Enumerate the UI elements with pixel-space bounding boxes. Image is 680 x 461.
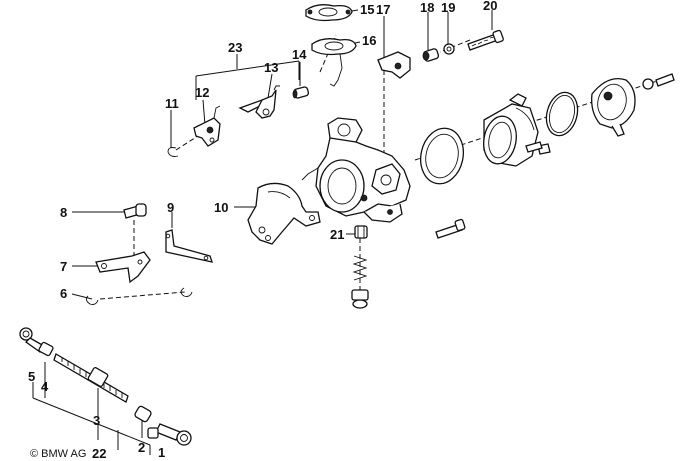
callout-14: 14 (292, 47, 307, 62)
callout-7: 7 (60, 259, 67, 274)
lever-part-13 (238, 85, 280, 119)
callout-9: 9 (167, 200, 174, 215)
callout-12: 12 (195, 85, 209, 100)
washer-part-19 (443, 43, 455, 55)
copyright-text: © BMW AG (30, 448, 86, 460)
callout-22: 22 (92, 446, 106, 461)
nut-below-housing (351, 289, 369, 309)
o-ring (545, 91, 579, 137)
air-cover (591, 73, 675, 137)
callout-2: 2 (138, 440, 145, 455)
callout-18: 18 (420, 0, 434, 15)
spacer-part-18 (422, 48, 440, 62)
intake-sleeve (483, 93, 551, 167)
callout-15: 15 (360, 2, 374, 17)
callout-19: 19 (441, 0, 455, 15)
callout-4: 4 (41, 379, 49, 394)
screw-part-8 (123, 203, 147, 219)
threaded-rod-part-3 (53, 353, 129, 403)
rod-part-9 (165, 229, 213, 263)
callout-10: 10 (214, 200, 228, 215)
screw-part-20 (467, 29, 504, 51)
screw-right-lower (435, 218, 466, 239)
lever-part-12 (193, 105, 221, 147)
callout-8: 8 (60, 205, 67, 220)
spring (352, 255, 368, 281)
bushing-part-14 (292, 86, 310, 99)
leader-lines (32, 9, 661, 455)
callout-11: 11 (165, 96, 179, 111)
gasket-lever-part-16 (311, 38, 357, 87)
screw-sleeve (525, 141, 543, 153)
callout-3: 3 (93, 413, 100, 428)
clip-part-6 (85, 287, 193, 305)
valve-part-21 (354, 225, 368, 239)
callout-1: 1 (158, 445, 165, 460)
callout-labels: 1 2 3 4 5 6 7 8 9 10 11 12 13 14 15 16 1… (28, 0, 497, 461)
callout-21: 21 (330, 227, 344, 242)
gasket-part-15 (305, 4, 353, 22)
callout-5: 5 (28, 369, 35, 384)
throttle-housing (301, 117, 411, 223)
bracket-part-10 (247, 182, 321, 245)
callout-23: 23 (228, 40, 242, 55)
ball-socket-part-1 (147, 423, 192, 446)
callout-20: 20 (483, 0, 497, 13)
callout-13: 13 (264, 60, 278, 75)
clip-part-11 (167, 147, 179, 157)
bracket-part-17 (377, 51, 411, 79)
nut-part-4 (38, 341, 54, 357)
callout-17: 17 (376, 2, 390, 17)
callout-6: 6 (60, 286, 67, 301)
gasket-ring (419, 127, 465, 185)
nut-part-2 (134, 405, 152, 423)
bracket-part-7 (95, 251, 151, 284)
callout-16: 16 (362, 33, 376, 48)
